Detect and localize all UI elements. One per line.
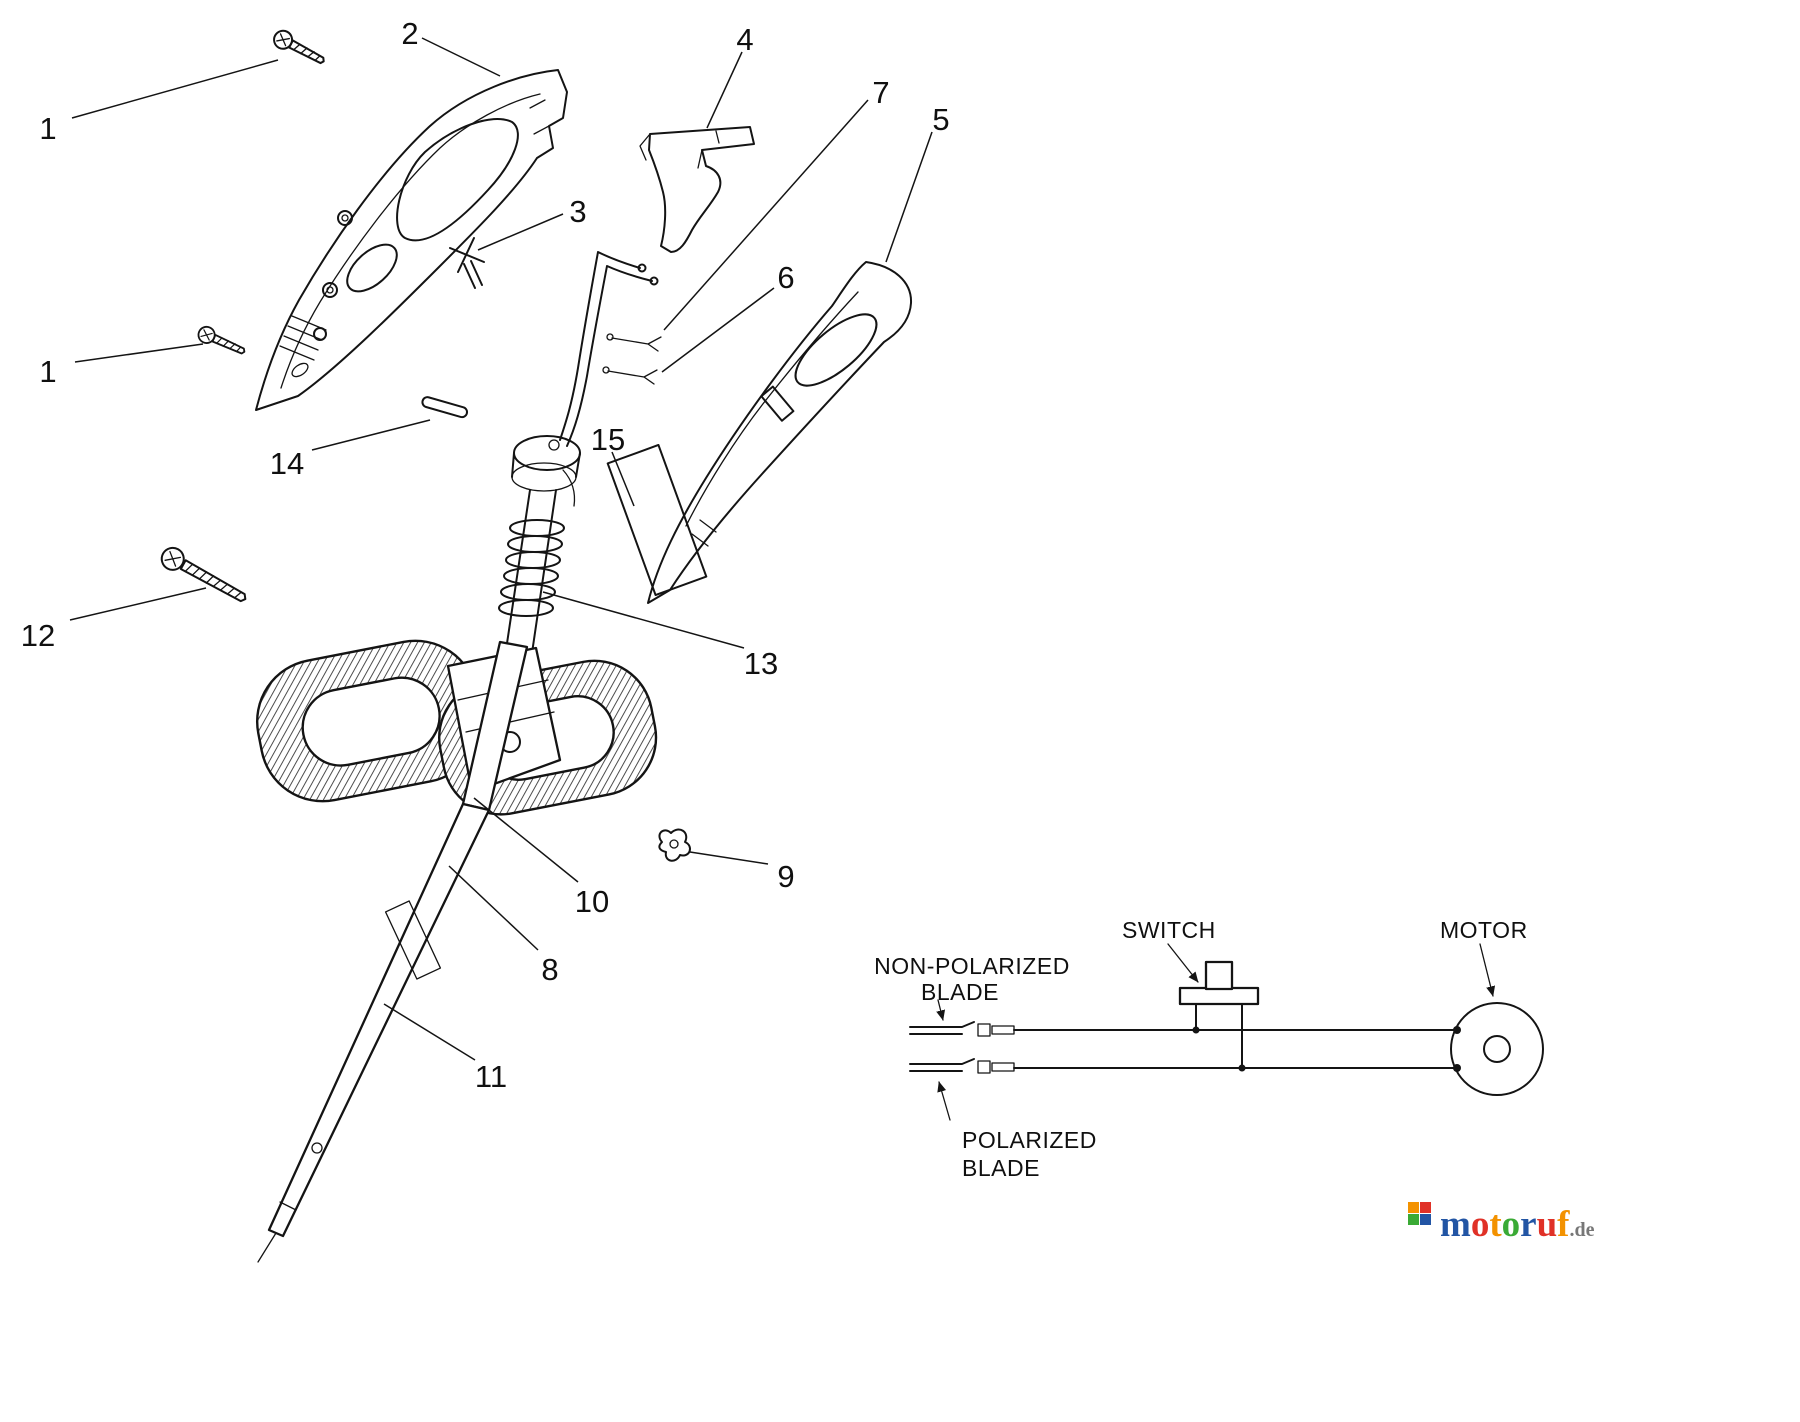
motor-label: MOTOR xyxy=(1440,917,1528,943)
switch-symbol xyxy=(1178,960,1260,1072)
logo-icon-square-tl xyxy=(1408,1202,1419,1213)
part-8-11-lower-shaft xyxy=(257,802,491,1263)
callout-1-top: 1 xyxy=(39,111,56,146)
blade-polarized xyxy=(909,1058,1015,1074)
part-2-left-housing xyxy=(255,69,568,411)
leader-1-top xyxy=(71,59,279,119)
callout-3: 3 xyxy=(569,194,586,229)
part-1-screw-mid xyxy=(197,325,246,355)
callout-labels: 1 2 3 4 7 5 6 1 15 14 13 12 10 9 8 11 xyxy=(21,16,950,1094)
callout-7: 7 xyxy=(872,75,889,110)
part-1-screw-top xyxy=(273,29,325,65)
housing-right-outline xyxy=(647,261,913,604)
housing-left-outline xyxy=(255,69,568,411)
callout-11: 11 xyxy=(475,1059,507,1094)
callout-13: 13 xyxy=(744,646,778,681)
motor-symbol xyxy=(1450,1002,1544,1096)
motoruf-wordmark: motoruf.de xyxy=(1440,1204,1595,1245)
callout-1-mid: 1 xyxy=(39,354,56,389)
part-6-7-wire-harness xyxy=(559,251,662,447)
part-13-upper-shaft xyxy=(498,435,581,654)
switch-label: SWITCH xyxy=(1122,917,1216,943)
part-3-screw xyxy=(449,237,485,289)
part-14-pin xyxy=(421,396,469,419)
leader-14 xyxy=(311,419,431,451)
non-polarized-label-line2: BLADE xyxy=(921,979,999,1005)
non-polarized-label-line1: NON-POLARIZED xyxy=(874,953,1070,979)
leader-8 xyxy=(448,865,539,951)
lower-shaft-tube xyxy=(267,802,491,1238)
motoruf-logo: motoruf.de xyxy=(1408,1202,1595,1245)
logo-icon-square-tr xyxy=(1420,1202,1431,1213)
logo-icon-square-br xyxy=(1420,1214,1431,1225)
part-5-right-housing xyxy=(647,261,913,604)
blade-non-polarized xyxy=(909,1021,1015,1037)
callout-14: 14 xyxy=(270,446,304,481)
leader-5 xyxy=(885,131,933,263)
leader-11 xyxy=(383,1003,476,1061)
wiring-arrows xyxy=(936,943,1496,1121)
motoruf-logo-icon xyxy=(1408,1202,1431,1225)
polarized-label-line2: BLADE xyxy=(962,1155,1040,1181)
part-4-trigger xyxy=(639,126,755,253)
leader-4 xyxy=(706,51,743,129)
leader-15 xyxy=(611,451,635,507)
leader-13 xyxy=(542,591,745,649)
leader-7 xyxy=(663,99,869,331)
polarized-arrow xyxy=(937,1081,951,1121)
logo-icon-square-bl xyxy=(1408,1214,1419,1225)
callout-15: 15 xyxy=(591,422,625,457)
non-polarized-arrow xyxy=(936,999,946,1021)
callout-2: 2 xyxy=(401,16,418,51)
callout-5: 5 xyxy=(932,102,949,137)
callout-4: 4 xyxy=(736,22,753,57)
part-15-plate xyxy=(606,443,708,597)
part-9-clip xyxy=(658,828,691,862)
motor-arrow xyxy=(1479,943,1496,997)
trigger-outline xyxy=(648,126,755,253)
callout-12: 12 xyxy=(21,618,55,653)
switch-arrow xyxy=(1167,943,1199,983)
leader-lines xyxy=(69,37,933,1061)
leader-10 xyxy=(473,797,579,883)
callout-6: 6 xyxy=(777,260,794,295)
left-grip-inner xyxy=(301,676,441,767)
leader-1-mid xyxy=(74,343,204,363)
callout-9: 9 xyxy=(777,859,794,894)
callout-10: 10 xyxy=(575,884,609,919)
leader-2 xyxy=(421,37,501,77)
housing-left-cutout xyxy=(396,118,519,242)
leader-12 xyxy=(69,587,207,621)
part-10-handle-assembly xyxy=(255,639,658,816)
leader-6 xyxy=(661,287,775,373)
leader-9 xyxy=(689,851,769,865)
part-12-bolt xyxy=(160,546,247,603)
wiring-diagram: SWITCH MOTOR NON-POLARIZED BLADE POLARIZ… xyxy=(874,917,1544,1181)
polarized-label-line1: POLARIZED xyxy=(962,1127,1097,1153)
callout-8: 8 xyxy=(541,952,558,987)
leader-3 xyxy=(477,213,564,251)
